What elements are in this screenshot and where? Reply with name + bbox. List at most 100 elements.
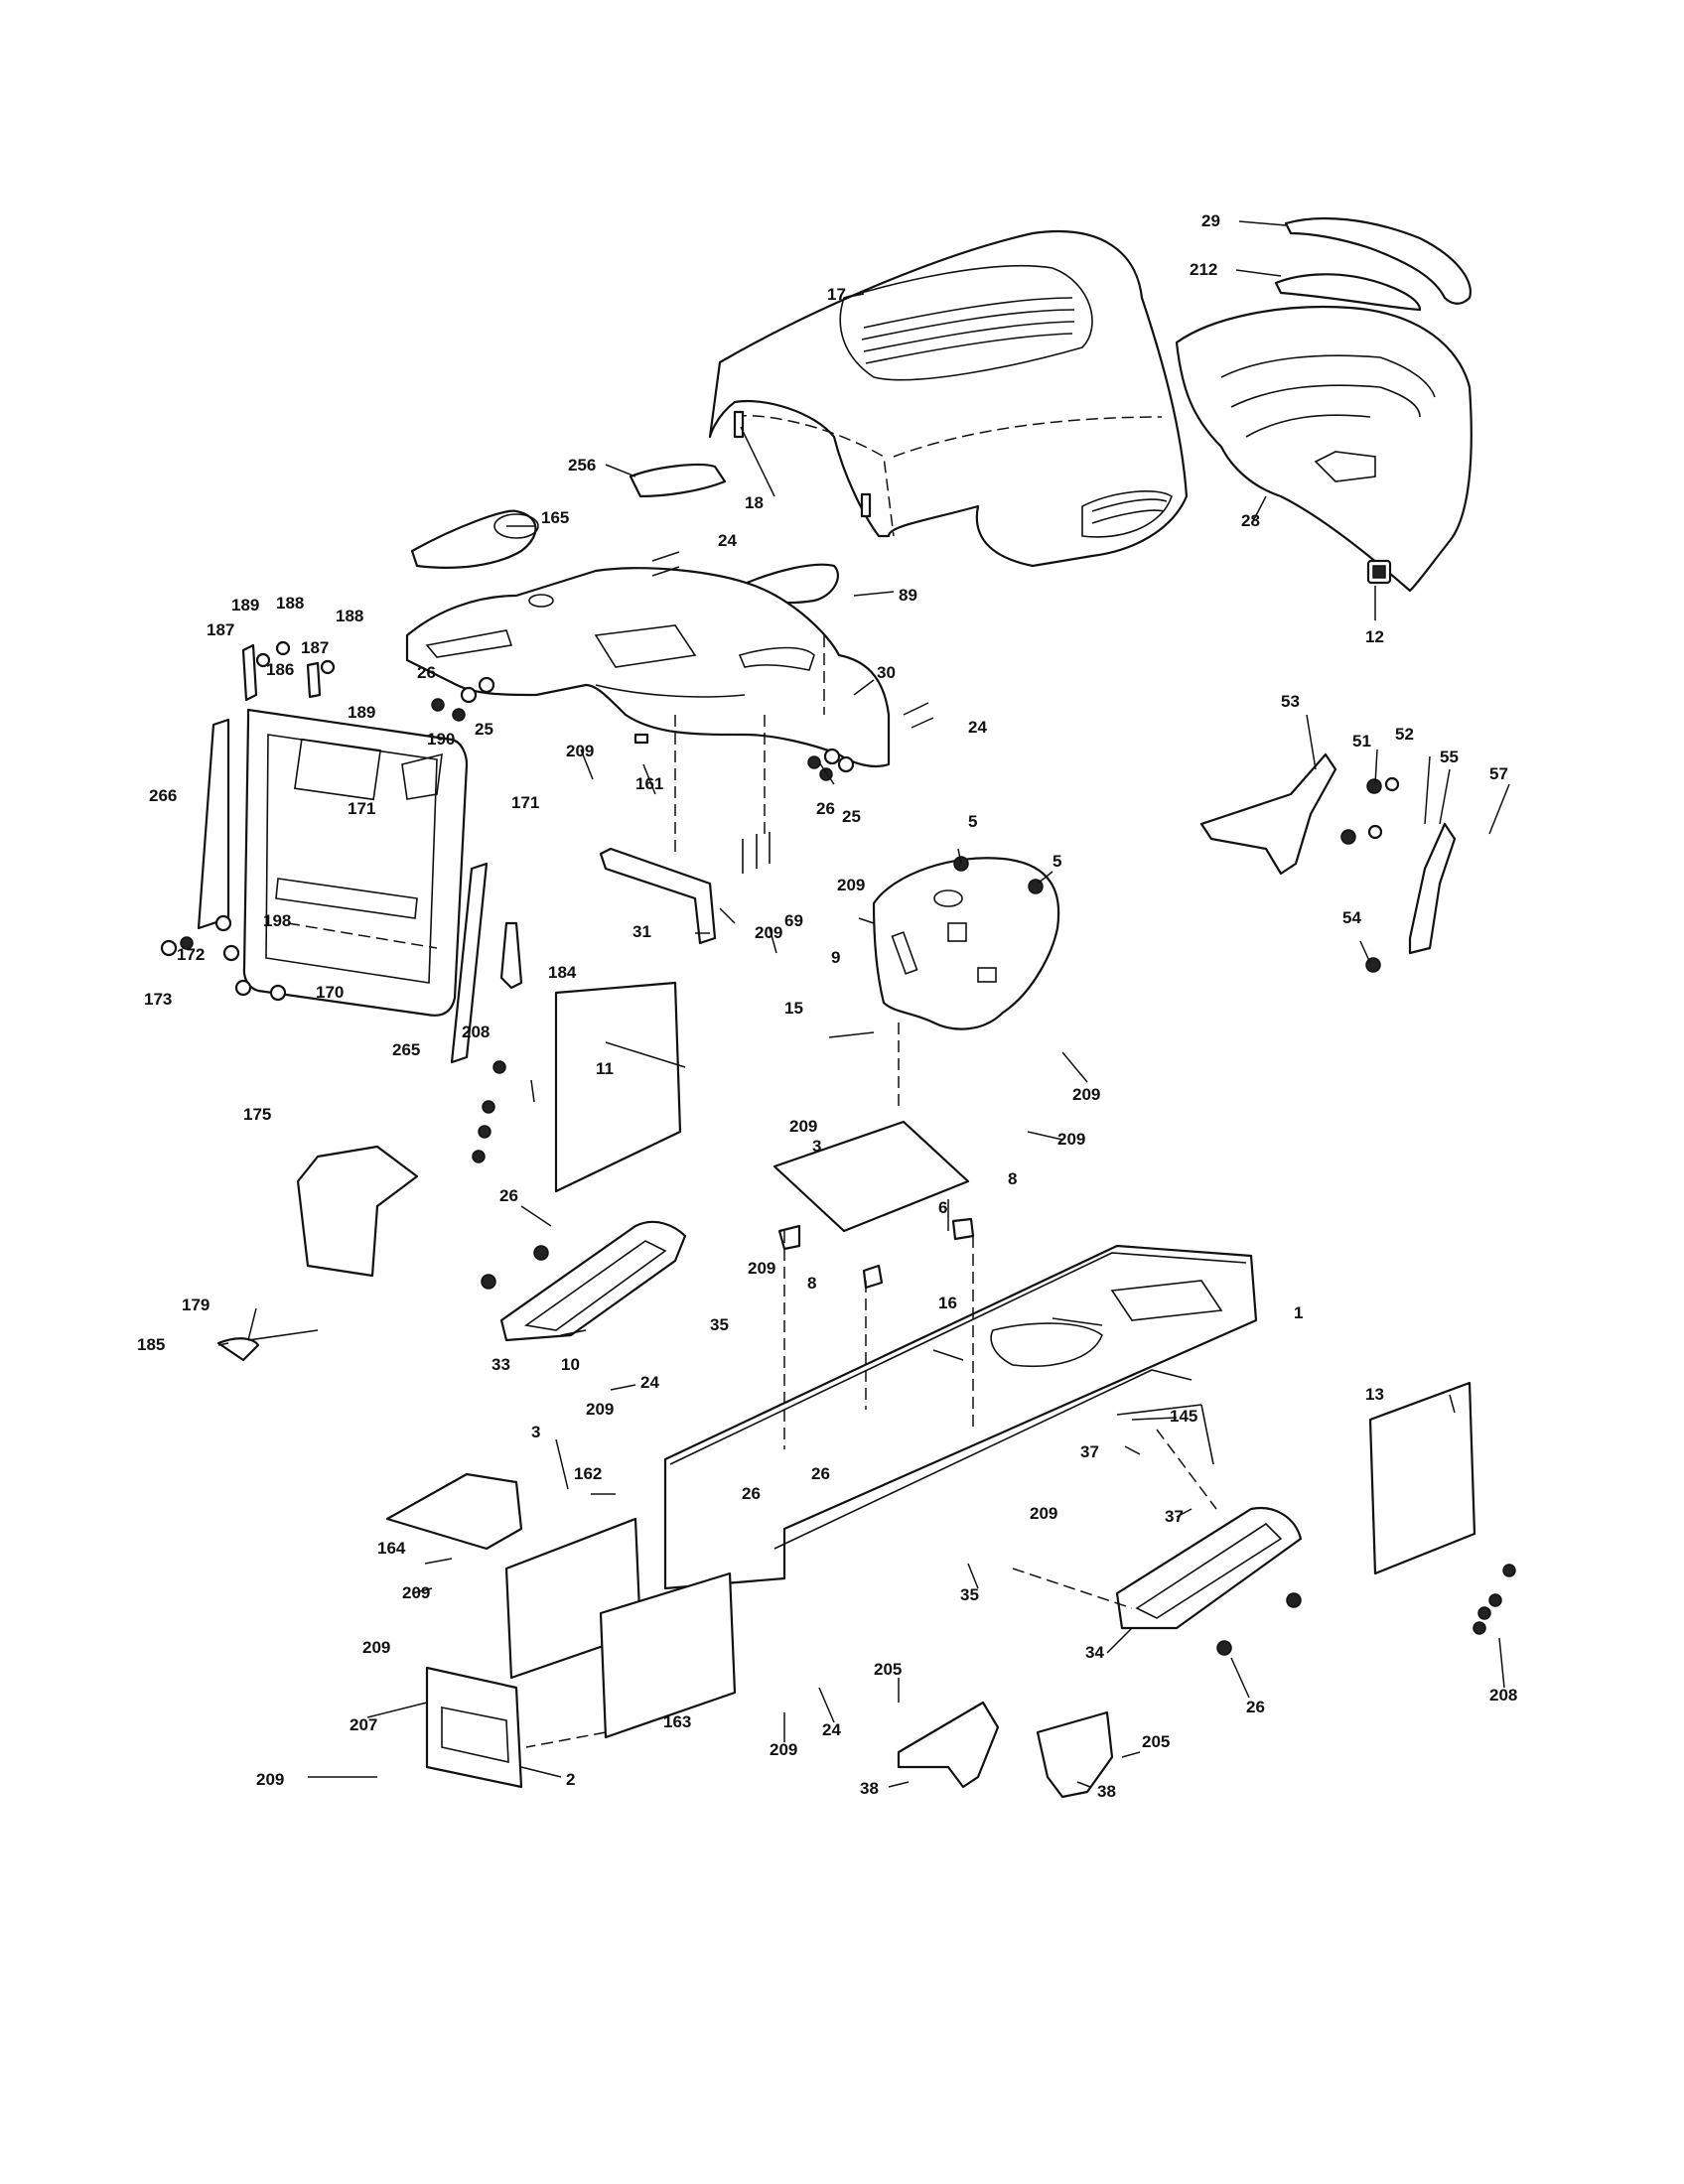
callout-165: 165 (541, 508, 569, 527)
callout-31: 31 (632, 922, 651, 941)
plate-164 (385, 1472, 523, 1551)
callout-5: 5 (1052, 852, 1061, 871)
callout-162: 162 (574, 1464, 602, 1483)
callout-37: 37 (1080, 1442, 1099, 1461)
callout-8: 8 (1008, 1169, 1017, 1188)
callout-145: 145 (1170, 1407, 1197, 1426)
hood (708, 230, 1189, 568)
callout-161: 161 (635, 774, 663, 793)
callout-163: 163 (663, 1712, 691, 1731)
shield-175 (296, 1145, 419, 1278)
leader-lines (217, 220, 1510, 1788)
fasteners-dash-panel (160, 914, 287, 1002)
callout-209: 209 (402, 1583, 430, 1602)
callout-265: 265 (392, 1040, 420, 1059)
bolts-208a (472, 1060, 506, 1163)
callout-51: 51 (1352, 732, 1371, 751)
callout-209: 209 (837, 876, 865, 894)
side-panel-13 (1368, 1381, 1476, 1575)
callout-26: 26 (816, 799, 835, 818)
callout-25: 25 (842, 807, 861, 826)
callout-209: 209 (770, 1740, 797, 1759)
callout-26: 26 (417, 663, 436, 682)
callout-17: 17 (827, 285, 846, 304)
callout-15: 15 (784, 999, 803, 1018)
callout-266: 266 (149, 786, 177, 805)
steering-support (872, 857, 1060, 1030)
callout-69: 69 (784, 911, 803, 930)
lens-256 (629, 463, 727, 498)
callout-171: 171 (511, 793, 539, 812)
callout-28: 28 (1241, 511, 1260, 530)
callout-209: 209 (755, 923, 782, 942)
callout-30: 30 (877, 663, 896, 682)
callout-3: 3 (812, 1137, 821, 1156)
callout-209: 209 (586, 1400, 614, 1419)
callout-26: 26 (811, 1464, 830, 1483)
callout-175: 175 (243, 1105, 271, 1124)
callout-11: 11 (596, 1059, 614, 1078)
callout-198: 198 (263, 911, 291, 930)
bolts-69 (742, 832, 771, 874)
callout-179: 179 (182, 1296, 210, 1314)
headlight-trim (1274, 216, 1472, 312)
callout-25: 25 (475, 720, 493, 739)
trim-266 (197, 718, 230, 930)
callout-209: 209 (789, 1117, 817, 1136)
callout-13: 13 (1365, 1385, 1384, 1404)
callout-55: 55 (1440, 748, 1459, 766)
callout-6: 6 (938, 1198, 947, 1217)
callout-208: 208 (1489, 1686, 1517, 1705)
fasteners-51-52 (1340, 776, 1400, 973)
callout-34: 34 (1085, 1643, 1104, 1662)
callout-52: 52 (1395, 725, 1414, 744)
callout-186: 186 (266, 660, 294, 679)
callout-172: 172 (177, 945, 205, 964)
callout-24: 24 (968, 718, 987, 737)
bracket-2 (425, 1666, 523, 1789)
trim-265 (450, 862, 489, 1064)
callout-173: 173 (144, 990, 172, 1009)
callout-35: 35 (710, 1315, 729, 1334)
callout-209: 209 (1057, 1130, 1085, 1149)
callout-24: 24 (822, 1720, 841, 1739)
callout-3: 3 (531, 1423, 540, 1441)
callout-164: 164 (377, 1539, 406, 1558)
plate-163 (599, 1571, 737, 1739)
callout-208: 208 (462, 1023, 490, 1041)
callout-2: 2 (566, 1770, 575, 1789)
callout-209: 209 (566, 742, 594, 760)
bar-145 (1116, 1404, 1202, 1416)
callout-205: 205 (874, 1660, 902, 1679)
callout-207: 207 (350, 1715, 377, 1734)
bumper-18a (733, 410, 745, 439)
callout-187: 187 (301, 638, 329, 657)
fasteners-5 (953, 856, 1044, 894)
lever-179 (247, 1329, 319, 1341)
callout-205: 205 (1142, 1732, 1170, 1751)
bumper-18b (860, 492, 872, 518)
callout-170: 170 (316, 983, 344, 1002)
callout-57: 57 (1489, 764, 1508, 783)
callout-209: 209 (256, 1770, 284, 1789)
bracket-31 (599, 847, 717, 945)
bracket-184 (499, 921, 523, 990)
callout-209: 209 (748, 1259, 775, 1278)
lever-185 (216, 1337, 260, 1362)
callout-209: 209 (1030, 1504, 1057, 1523)
dash-fasteners (431, 551, 934, 781)
frame-main (663, 1244, 1258, 1590)
plate-6 (772, 1120, 970, 1233)
callout-38: 38 (860, 1779, 879, 1798)
callout-209: 209 (1072, 1085, 1100, 1104)
callout-8: 8 (807, 1274, 816, 1293)
bolts-208b (1473, 1564, 1516, 1635)
callout-189: 189 (231, 596, 259, 614)
callout-26: 26 (742, 1484, 761, 1503)
callout-212: 212 (1190, 260, 1217, 279)
callout-1: 1 (1294, 1303, 1303, 1322)
switch-cluster (241, 640, 443, 800)
callout-53: 53 (1281, 692, 1300, 711)
callout-26: 26 (1246, 1698, 1265, 1716)
